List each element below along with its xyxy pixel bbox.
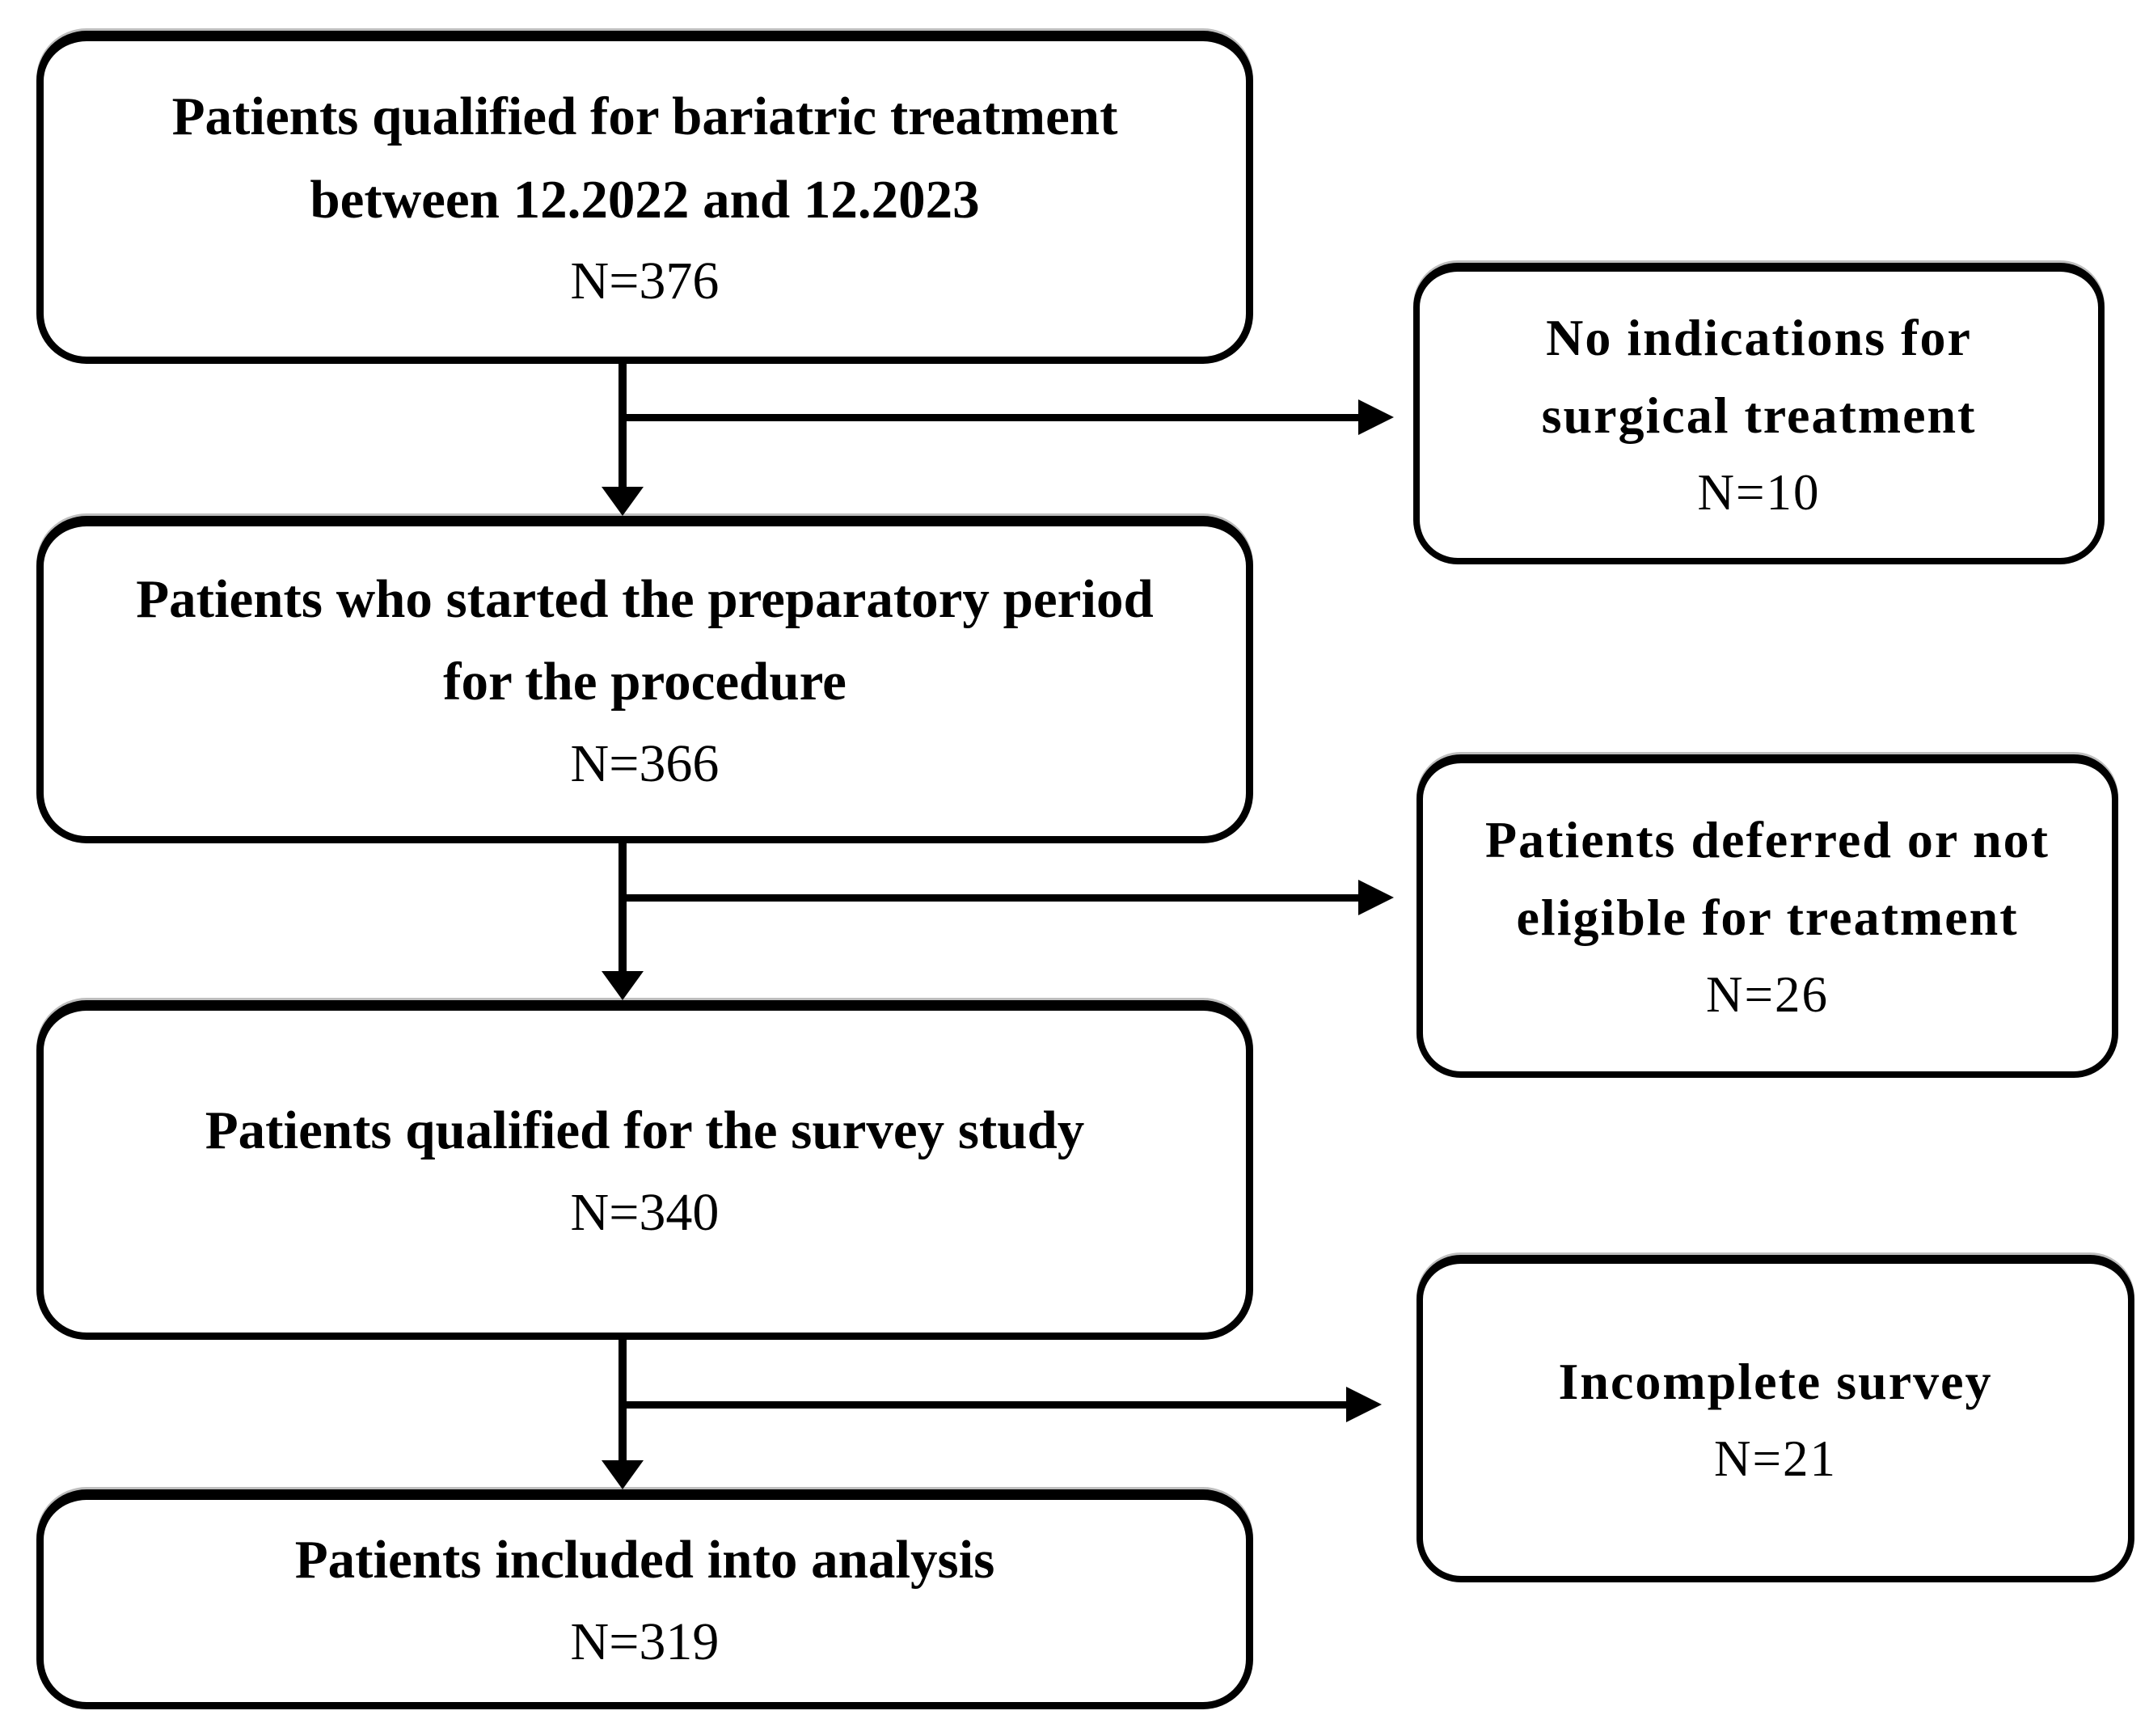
- box-label: Patients qualified for bariatric treatme…: [171, 87, 1118, 230]
- arrow-down-1-head-icon: [602, 487, 644, 516]
- box-qualified-bariatric-treatment: Patients qualified for bariatric treatme…: [36, 31, 1253, 364]
- box-label: Patients deferred or not eligible for tr…: [1485, 811, 2050, 947]
- box-count: N=21: [1713, 1430, 1838, 1487]
- box-deferred-not-eligible: Patients deferred or not eligible for tr…: [1416, 754, 2118, 1078]
- box-count: N=10: [1697, 463, 1821, 521]
- arrow-right-2-head-icon: [1358, 880, 1394, 915]
- arrow-right-2-line: [619, 894, 1358, 902]
- box-label: Patients included into analysis: [294, 1530, 995, 1590]
- box-label: Patients qualified for the survey study: [205, 1100, 1085, 1161]
- box-qualified-survey-study: Patients qualified for the survey study …: [36, 1000, 1253, 1340]
- box-label: Patients who started the preparatory per…: [136, 568, 1154, 712]
- arrow-right-1-head-icon: [1358, 399, 1394, 435]
- box-label: No indications for surgical treatment: [1541, 308, 1977, 444]
- box-count: N=26: [1705, 966, 1830, 1024]
- box-label: Incomplete survey: [1558, 1352, 1993, 1410]
- arrow-down-3-head-icon: [602, 1460, 644, 1489]
- box-count: N=376: [570, 251, 720, 311]
- box-incomplete-survey: Incomplete survey N=21: [1416, 1255, 2134, 1582]
- arrow-down-2-line: [619, 843, 627, 974]
- box-count: N=366: [570, 733, 720, 793]
- box-started-preparatory-period: Patients who started the preparatory per…: [36, 516, 1253, 843]
- arrow-down-1-line: [619, 364, 627, 490]
- arrow-right-3-line: [619, 1401, 1346, 1409]
- arrow-right-1-line: [619, 414, 1358, 421]
- arrow-down-2-head-icon: [602, 971, 644, 1000]
- box-included-into-analysis: Patients included into analysis N=319: [36, 1489, 1253, 1709]
- box-count: N=340: [570, 1182, 720, 1242]
- box-no-indications-surgical: No indications for surgical treatment N=…: [1413, 263, 2105, 564]
- box-count: N=319: [570, 1611, 720, 1671]
- arrow-right-3-head-icon: [1346, 1387, 1382, 1422]
